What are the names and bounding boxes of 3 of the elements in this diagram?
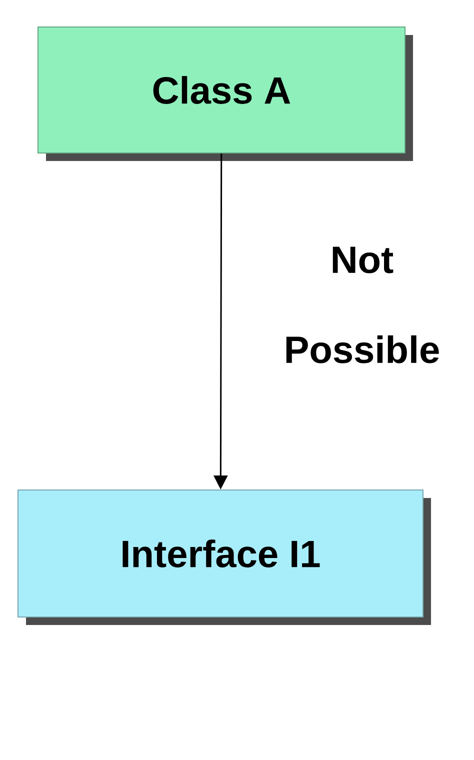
edge-label: Not Possible	[286, 246, 439, 364]
class-box: Interface I1	[18, 490, 431, 625]
class-box: Class A	[38, 26, 413, 161]
